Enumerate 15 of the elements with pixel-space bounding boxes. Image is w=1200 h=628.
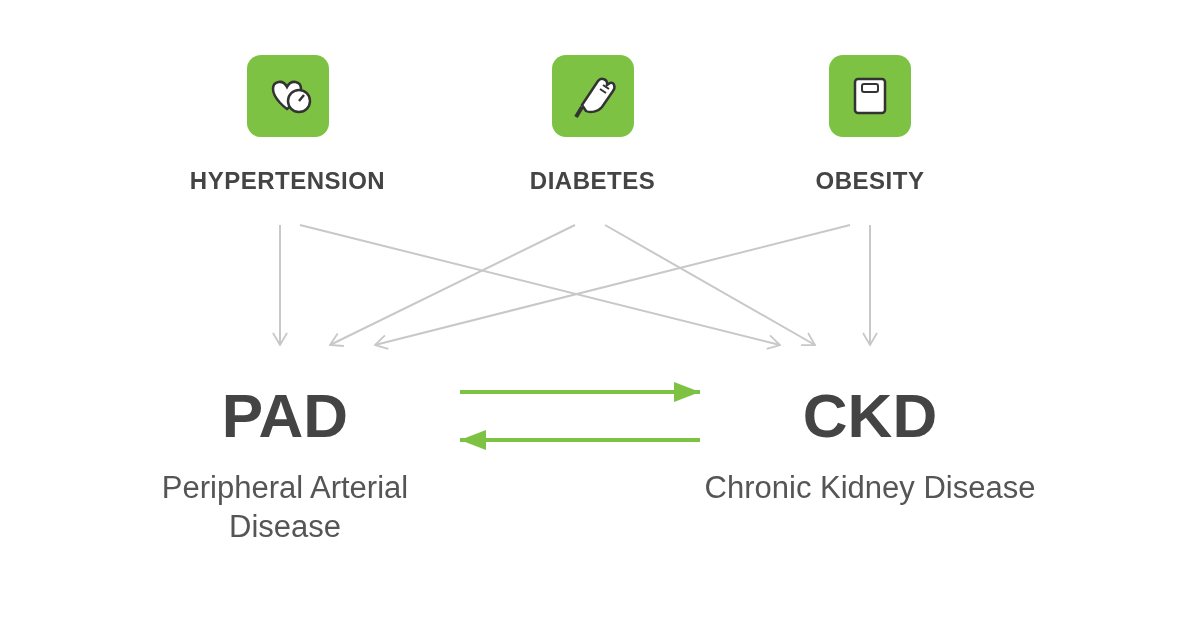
abbreviation-label: PAD (221, 385, 349, 447)
arrow (272, 224, 288, 346)
arrow (374, 224, 851, 350)
arrow (460, 382, 700, 402)
risk-factor-label: DIABETES (529, 167, 656, 195)
risk-factor-label: OBESITY (815, 167, 925, 195)
arrow (604, 224, 816, 346)
arrow (299, 224, 781, 350)
arrow (329, 224, 576, 347)
arrow (862, 224, 878, 346)
description-label: Peripheral Arterial Disease (160, 469, 410, 546)
arrow (460, 430, 700, 450)
abbreviation-label: CKD (802, 385, 938, 447)
risk-factor-label: HYPERTENSION (189, 167, 386, 195)
description-label: Chronic Kidney Disease (703, 469, 1037, 507)
